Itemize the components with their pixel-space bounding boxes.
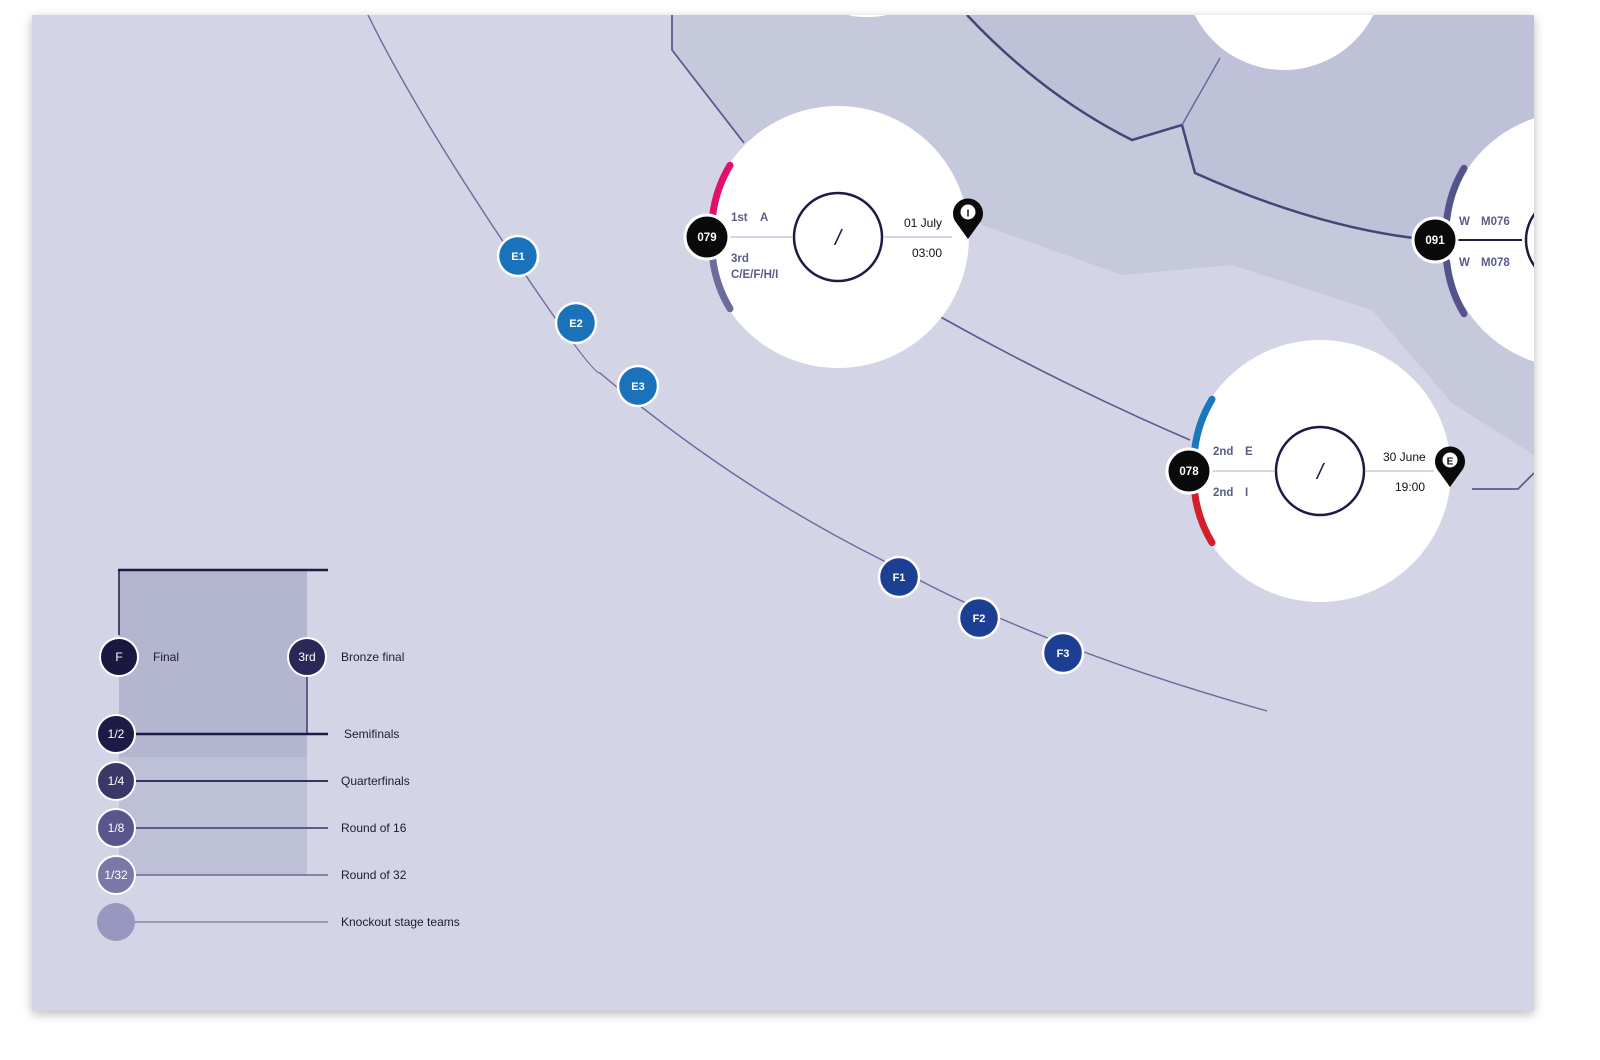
round-of-16-band-edge: [966, 15, 1433, 242]
final-label: Final: [153, 650, 179, 664]
match-091-number-badge: [1411, 216, 1459, 264]
team-2-color-arc: [1443, 258, 1468, 318]
match-091-score-ring: [1524, 212, 1534, 268]
knockout-teams-badge: [97, 903, 135, 941]
match-079-score-ring: [792, 191, 884, 283]
group-dot-circle: [1041, 631, 1085, 675]
match-091-slot1-winner: W: [1459, 216, 1470, 228]
group-dot-label: F1: [893, 572, 906, 584]
group-dot-label: E2: [569, 318, 582, 330]
match-079-time: 03:00: [912, 246, 942, 260]
quarterfinals-label: Quarterfinals: [341, 774, 410, 788]
match-079-number: 079: [697, 232, 716, 244]
bronze-final-label: Bronze final: [341, 650, 404, 664]
group-dot-circle: [957, 596, 1001, 640]
match-078-date: 30 June: [1383, 450, 1426, 464]
match-078-number-badge: [1165, 447, 1213, 495]
match-079-slot1-group: A: [760, 212, 768, 224]
semifinals-label: Semifinals: [344, 727, 399, 741]
group-dot-label: F2: [973, 613, 986, 625]
semifinals-badge: [96, 714, 136, 754]
group-dot-label: E1: [511, 251, 524, 263]
match-079-number-badge: [683, 213, 731, 261]
group-dot-label: F3: [1057, 648, 1070, 660]
group-dot-circle: [616, 364, 660, 408]
match-091-slot2-ref: M078: [1481, 257, 1510, 269]
group-dot-f3[interactable]: F3: [1041, 631, 1085, 675]
group-dot-e3[interactable]: E3: [616, 364, 660, 408]
bronze-final-badge: [287, 637, 327, 677]
round-of-32-badge-text: 1/32: [104, 868, 128, 882]
match-079-slot2-position: 3rd: [731, 253, 749, 265]
match-078-card[interactable]: 078 2nd E 2nd I / 30 June 19:00 E: [1165, 340, 1465, 602]
semifinals-badge-text: 1/2: [108, 727, 125, 741]
group-dot-label: E3: [631, 381, 644, 393]
match-091-slot1-ref: M076: [1481, 216, 1510, 228]
match-078-score-ring: [1274, 425, 1366, 517]
band-divider: [1181, 57, 1221, 126]
knockout-teams-label: Knockout stage teams: [341, 915, 460, 929]
team-1-color-arc: [709, 161, 734, 219]
group-dot-f1[interactable]: F1: [877, 555, 921, 599]
match-circle-top-sliver: [847, 15, 887, 17]
match-079-score-separator: /: [833, 225, 843, 250]
quarterfinals-badge: [96, 761, 136, 801]
quarterfinals-badge-text: 1/4: [108, 774, 125, 788]
round-of-32-band-edge: [671, 15, 745, 144]
match-079-date: 01 July: [904, 216, 942, 230]
group-dot-circle: [554, 301, 598, 345]
group-arc-line: [367, 15, 1268, 712]
match-091-number: 091: [1425, 235, 1445, 247]
group-dot-circle: [496, 234, 540, 278]
match-078-slot1-position: 2nd: [1213, 446, 1233, 458]
final-badge: [99, 637, 139, 677]
match-078-score-separator: /: [1315, 459, 1325, 484]
match-078-number: 078: [1179, 466, 1199, 478]
match-078-slot1-group: E: [1245, 446, 1253, 458]
match-091-card[interactable]: 091 W M076 W M078: [1411, 112, 1534, 368]
group-dot-f2[interactable]: F2: [957, 596, 1001, 640]
legend-panel-light: [119, 757, 307, 875]
team-2-color-arc: [1191, 489, 1216, 547]
round-of-16-band: [967, 15, 1534, 245]
venue-pin-icon[interactable]: I: [953, 198, 983, 239]
legend-panel-dark: [119, 570, 307, 617]
bronze-badge-text: 3rd: [298, 650, 315, 664]
match-connector-079-078: [936, 314, 1191, 441]
match-079-venue-letter: I: [967, 209, 970, 220]
team-1-color-arc: [1443, 164, 1468, 224]
group-dot-e1[interactable]: E1: [496, 234, 540, 278]
match-circle-top-partial: [1194, 15, 1374, 70]
round-of-16-badge: [96, 808, 136, 848]
group-dot-circle: [877, 555, 921, 599]
team-1-color-arc: [1191, 395, 1216, 453]
match-078-slot2-position: 2nd: [1213, 487, 1233, 499]
round-of-32-badge: [96, 855, 136, 895]
legend: F Final 3rd Bronze final 1/2 Semifinals …: [96, 568, 460, 941]
match-078-venue-letter: E: [1447, 457, 1454, 468]
team-2-color-arc: [709, 255, 734, 313]
round-of-16-label: Round of 16: [341, 821, 407, 835]
round-of-16-badge-text: 1/8: [108, 821, 125, 835]
match-078-slot2-group: I: [1245, 487, 1248, 499]
match-079-card[interactable]: 079 1st A 3rd C/E/F/H/I / 01 July 03:00 …: [683, 106, 983, 368]
match-079-slot2-groups: C/E/F/H/I: [731, 269, 778, 281]
band-edge-right: [1472, 472, 1534, 490]
venue-pin-icon[interactable]: E: [1435, 446, 1465, 487]
group-dot-e2[interactable]: E2: [554, 301, 598, 345]
round-of-32-label: Round of 32: [341, 868, 407, 882]
match-078-time: 19:00: [1395, 480, 1425, 494]
final-badge-text: F: [115, 650, 122, 664]
match-091-slot2-winner: W: [1459, 257, 1470, 269]
match-079-slot1-position: 1st: [731, 212, 748, 224]
